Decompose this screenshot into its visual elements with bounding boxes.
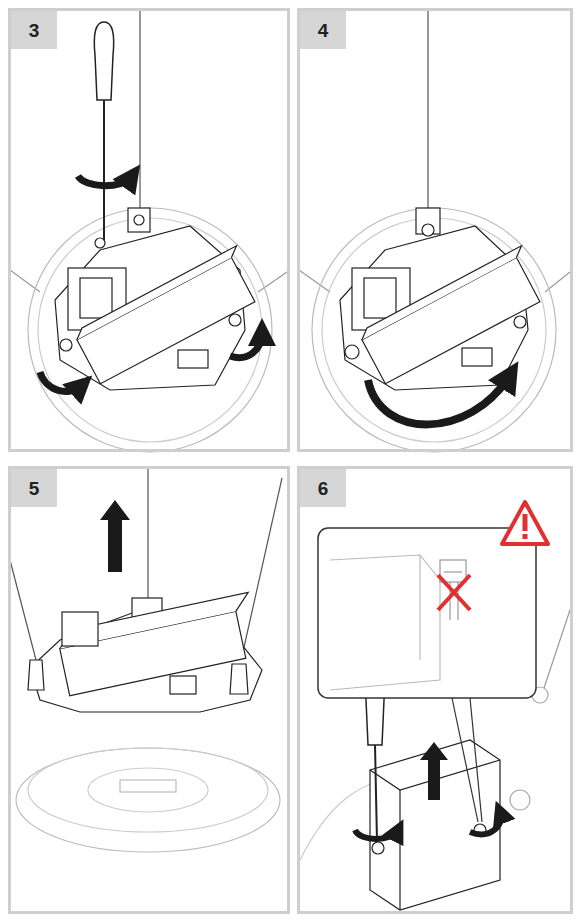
inset-box xyxy=(330,555,440,690)
terminal-cover xyxy=(80,278,112,318)
step-number: 6 xyxy=(318,479,329,498)
rotate-arrow xyxy=(355,830,398,839)
step-3-illustration xyxy=(10,8,287,452)
step-panel: 5 xyxy=(8,466,290,914)
driver-box-top xyxy=(56,592,251,648)
plate-screw xyxy=(229,314,241,326)
housing-rim xyxy=(28,208,272,452)
step-5-illustration xyxy=(10,466,282,852)
housing-base-inner xyxy=(28,748,268,832)
connector xyxy=(178,350,208,368)
plate-screw xyxy=(60,339,72,351)
rotate-arrow xyxy=(470,812,501,834)
drawing-part xyxy=(358,246,549,384)
screwdriver-shaft xyxy=(375,745,377,842)
housing-inner xyxy=(38,218,262,442)
suspension-cable xyxy=(540,610,570,700)
step-panel: 4 xyxy=(297,8,573,452)
warning-mark xyxy=(523,514,528,531)
cable-screw xyxy=(422,224,434,236)
drawing-part xyxy=(56,592,261,695)
rotate-arrow xyxy=(368,375,510,424)
connector xyxy=(462,348,492,366)
plate-screw xyxy=(514,316,526,328)
housing-base xyxy=(16,748,280,852)
step-tab: 3 xyxy=(11,11,57,49)
inset-screw-slot xyxy=(444,571,462,572)
screwdriver-handle xyxy=(94,22,113,100)
step-6-illustration xyxy=(300,502,570,910)
connector xyxy=(170,676,196,694)
plate-screw xyxy=(345,345,359,359)
lift-arrow xyxy=(420,742,448,800)
suspension-cable xyxy=(147,466,148,610)
prohibited-cross xyxy=(438,575,470,610)
step-number: 5 xyxy=(29,479,40,498)
screwdriver-shaft xyxy=(103,100,105,240)
driver-box-top xyxy=(73,246,240,340)
rotate-arrow xyxy=(40,372,82,391)
step-panel: 3 xyxy=(8,8,290,452)
cable-screw xyxy=(134,215,144,225)
suspension-cable xyxy=(240,478,282,665)
suspension-cable xyxy=(10,560,36,660)
terminal-cover xyxy=(364,278,396,318)
cable-bracket xyxy=(128,208,150,232)
prohibited-cross xyxy=(438,575,470,610)
fixing-screw xyxy=(230,664,248,694)
rotate-arrow xyxy=(78,176,132,186)
step-number: 4 xyxy=(318,21,329,40)
terminal-box xyxy=(370,740,500,910)
step-4-illustration xyxy=(299,8,570,452)
plate-screw xyxy=(510,790,530,810)
housing-inner xyxy=(322,218,546,442)
inset-box-edge xyxy=(419,555,420,660)
housing-center xyxy=(88,768,208,812)
detail-inset xyxy=(318,528,536,698)
driver-box-top xyxy=(358,246,525,340)
terminal-block xyxy=(62,612,98,646)
callout-leader xyxy=(470,698,482,822)
box-screw xyxy=(372,842,384,854)
housing-logo xyxy=(120,780,176,792)
rotate-arrow xyxy=(230,332,262,358)
suspension-cable xyxy=(139,8,140,222)
step-tab: 5 xyxy=(11,469,57,507)
step-panel: 6 xyxy=(297,466,573,914)
fixing-screw xyxy=(28,660,44,690)
warning-triangle xyxy=(502,502,548,544)
step-tab: 6 xyxy=(300,469,346,507)
warning-mark xyxy=(523,534,528,539)
housing-rim xyxy=(312,208,556,452)
step-tab: 4 xyxy=(300,11,346,49)
lift-arrow xyxy=(100,500,130,572)
callout-leader xyxy=(452,698,478,822)
drawing-part xyxy=(73,246,264,384)
terminal-box-edge xyxy=(399,790,400,910)
suspension-cable xyxy=(427,8,428,222)
step-number: 3 xyxy=(29,21,40,40)
